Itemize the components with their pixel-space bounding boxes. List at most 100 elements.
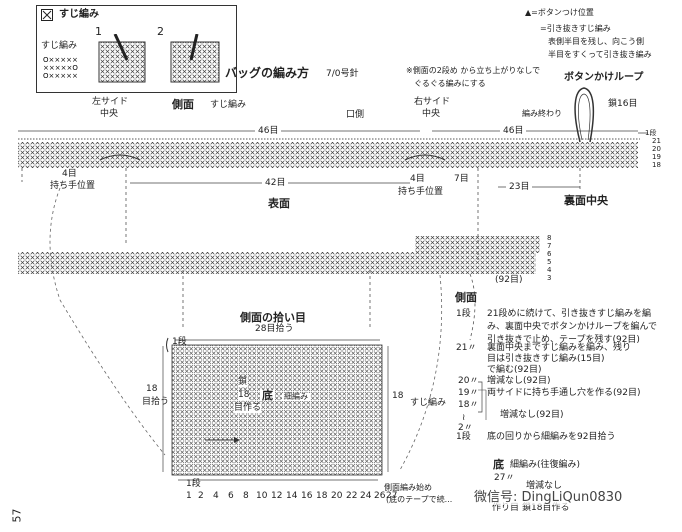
width7: 7目 <box>454 174 469 184</box>
note-line1: ※側面の2段め から立ち上がりなしで <box>406 66 541 75</box>
side-row-label: 18〃 <box>458 400 479 410</box>
axis-number: 10 <box>256 491 268 501</box>
width46-right: 46目 <box>500 127 527 136</box>
back-center-label: 裏面中央 <box>564 194 608 207</box>
width23: 23目 <box>506 183 533 192</box>
bottom-start: 作り目 <box>492 503 520 513</box>
handle-right: 持ち手位置 <box>398 187 444 197</box>
pickup18-b: 目拾う <box>142 397 170 407</box>
left-side-label: 左サイド <box>92 97 129 107</box>
side-start-b: (底のテープで続... <box>386 495 453 504</box>
bottom-no-change: 増減なし <box>526 481 563 491</box>
legend-box: すじ編み 1 2 すじ編み O××××× ×××××O O××××× <box>36 5 237 93</box>
side-row-text: 底の回りから細編みを92目拾う <box>487 432 616 442</box>
width42: 42目 <box>262 179 289 188</box>
slip-suji-desc1: 表側半目を残し、向こう側 <box>548 37 644 46</box>
side-row-text: 目は引き抜きすじ編み(15目) <box>487 354 605 364</box>
bottom-label: 底 <box>260 389 275 402</box>
axis-number: 27 <box>386 491 398 501</box>
chain16-label: 鎖16目 <box>608 99 638 109</box>
legend-step1: 1 <box>95 25 102 38</box>
side-start-a: 側面編み始め <box>384 483 432 492</box>
bottom-stitch-block <box>172 345 382 475</box>
count92: (92目) <box>495 275 523 285</box>
left-center-label: 中央 <box>100 109 119 119</box>
width46-left: 46目 <box>255 127 282 136</box>
width4-left: 4目 <box>62 169 77 179</box>
watermark-text: 微信号: DingLiQun0830 <box>471 490 626 505</box>
pickup-title: 側面の拾い目 <box>240 311 306 324</box>
row-number: 21 <box>652 137 661 145</box>
side-face-label: 側面 <box>172 98 194 111</box>
chain18-c: 目作る <box>234 403 262 413</box>
side-row-text: 21段めに続けて、引き抜きすじ編みを編 <box>487 309 652 319</box>
legend-step2: 2 <box>157 25 164 38</box>
side-row-label: 21〃 <box>456 343 477 353</box>
side-row-label: 20〃 <box>458 376 479 386</box>
row-number: 8 <box>547 234 552 242</box>
end-label: 編み終わり <box>522 109 562 118</box>
axis-number: 4 <box>213 491 219 501</box>
side-row-label: 19〃 <box>458 388 479 398</box>
slip-suji-desc2: 半目をすくって引き抜き編み <box>548 50 652 59</box>
row-number: 19 <box>652 153 661 161</box>
bottom-sc-label: 細編み <box>282 392 310 401</box>
row-number: 7 <box>547 242 552 250</box>
note-line2: ぐるぐる編みにする <box>414 79 486 88</box>
axis-number: 16 <box>301 491 313 501</box>
button-loop <box>574 87 595 143</box>
front-label: 表面 <box>268 197 290 210</box>
bottom-row27: 27〃 <box>494 473 515 483</box>
button-loop-label: ボタンかけループ <box>564 72 644 83</box>
slip-suji-note: =引き抜きすじ編み <box>540 24 611 33</box>
legend-sample-icon: O××××× ×××××O O××××× <box>43 56 78 80</box>
pickup18-right: 18 <box>392 391 404 401</box>
side-row-text: み、裏面中央でボタンかけループを編んで <box>487 322 658 332</box>
chain18-b: 18 <box>238 390 250 400</box>
axis-number: 20 <box>331 491 343 501</box>
axis-number: 14 <box>286 491 298 501</box>
side-row-text: 裏面中央まですじ編みを編み、残り <box>487 343 632 353</box>
svg-text:O×××××: O××××× <box>43 56 78 64</box>
axis-number: 6 <box>228 491 234 501</box>
side-row-text: 引き抜きで止め、テープを残す(92目) <box>487 335 640 345</box>
side-row-label: 1段 <box>456 309 471 319</box>
row-number: 3 <box>547 274 552 282</box>
axis-number: 22 <box>346 491 358 501</box>
side-section-title: 側面 <box>455 291 477 304</box>
pickup28: 28目拾う <box>252 325 297 334</box>
row-number: 6 <box>547 250 552 258</box>
pattern-title: バッグの編み方 <box>225 66 310 80</box>
right-side-label: 右サイド <box>414 97 451 107</box>
bottom-row-one: 1段 <box>172 337 187 347</box>
bottom-row-one-b: 1段 <box>186 479 201 489</box>
hook-illustration-1 <box>98 34 146 83</box>
suji-symbol-icon <box>41 9 53 21</box>
connector-curve <box>182 270 476 341</box>
side-row-text: 増減なし(92目) <box>500 410 564 420</box>
bottom-section-method: 細編み(往復編み) <box>510 460 581 470</box>
row-number: 20 <box>652 145 661 153</box>
lower-step-block <box>415 236 540 253</box>
axis-number: 24 <box>360 491 372 501</box>
button-position-note: ▲=ボタンつけ位置 <box>525 8 594 17</box>
chain18-a: 鎖 <box>238 377 248 387</box>
side-row-label: 2〃 <box>458 423 473 433</box>
suji-label: すじ編み <box>210 100 247 110</box>
handle-left: 持ち手位置 <box>50 181 96 191</box>
pickup18-a: 18 <box>146 384 158 394</box>
suji-side-label: すじ編み <box>410 398 447 408</box>
side-row-sep: ≀ <box>462 413 466 423</box>
side-row-label: 1段 <box>456 432 471 442</box>
legend-title: すじ編み <box>59 9 99 20</box>
axis-number: 26 <box>374 491 386 501</box>
mouth-label: 口側 <box>346 110 365 120</box>
axis-number: 2 <box>198 491 204 501</box>
svg-text:O×××××: O××××× <box>43 72 78 80</box>
page-number: 57 <box>10 508 24 523</box>
axis-number: 18 <box>316 491 328 501</box>
axis-number: 1 <box>186 491 192 501</box>
side-row-text: 両サイドに持ち手通し穴を作る(92目) <box>487 388 641 398</box>
right-center-label: 中央 <box>422 109 441 119</box>
